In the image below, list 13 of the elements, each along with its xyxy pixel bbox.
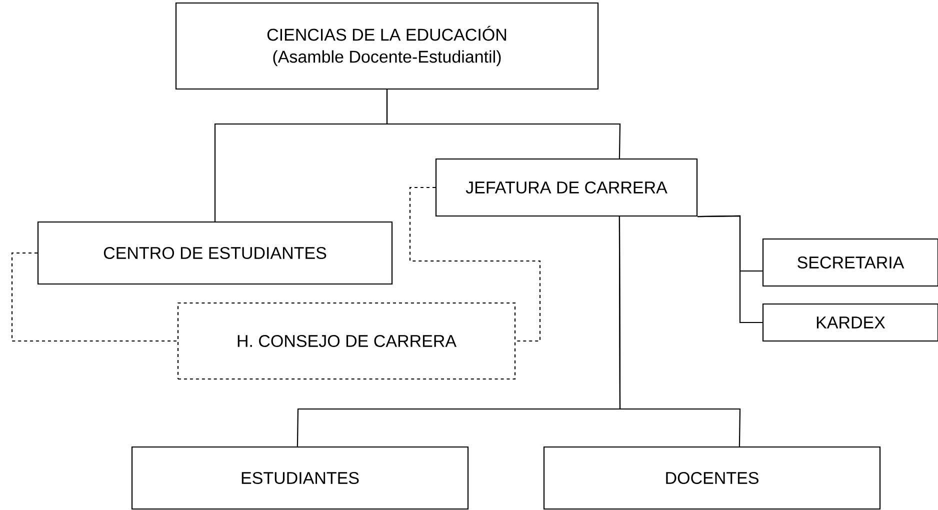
- org-box: CENTRO DE ESTUDIANTES: [37, 221, 393, 285]
- org-box: JEFATURA DE CARRERA: [435, 158, 698, 217]
- connector-line: [409, 186, 541, 342]
- connector-line: [618, 216, 741, 446]
- connector-line: [11, 252, 178, 342]
- connector-line: [698, 215, 762, 324]
- connector-line: [386, 90, 621, 158]
- org-box: KARDEX: [762, 303, 938, 342]
- org-box: DOCENTES: [543, 446, 881, 510]
- org-box: SECRETARIA: [762, 238, 938, 287]
- org-box: CIENCIAS DE LA EDUCACIÓN (Asamble Docente-Estudiantil): [175, 2, 599, 90]
- org-box: H. CONSEJO DE CARRERA: [177, 302, 516, 380]
- org-box: ESTUDIANTES: [131, 446, 469, 510]
